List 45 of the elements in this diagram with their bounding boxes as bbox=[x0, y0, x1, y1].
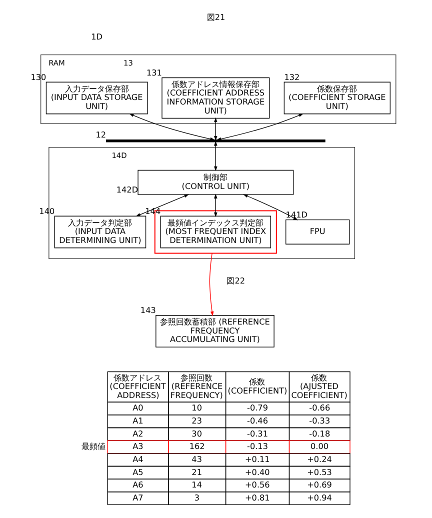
label: 係数 (COEFFICIENT) bbox=[228, 376, 288, 396]
label: 14 bbox=[192, 480, 202, 490]
label: 0.00 bbox=[310, 441, 329, 452]
label: 最頻値 bbox=[81, 441, 106, 452]
label: A6 bbox=[132, 480, 144, 490]
label: 1D bbox=[91, 31, 103, 42]
node-label: 131 bbox=[146, 67, 162, 78]
label: +0.40 bbox=[245, 466, 270, 477]
label: +0.24 bbox=[307, 454, 332, 464]
label: 10 bbox=[192, 402, 202, 413]
label: A3 bbox=[132, 441, 144, 452]
node-label: 12 bbox=[96, 130, 106, 140]
label: -0.66 bbox=[309, 402, 330, 413]
label: 23 bbox=[192, 415, 202, 426]
label: +0.11 bbox=[245, 454, 270, 464]
diagram-title: 図21 bbox=[206, 12, 226, 22]
node-label: 143 bbox=[140, 305, 156, 316]
label: A7 bbox=[132, 492, 144, 502]
label: A0 bbox=[132, 402, 144, 413]
label: -0.33 bbox=[309, 415, 330, 426]
label: +0.53 bbox=[307, 466, 332, 477]
label: A5 bbox=[132, 466, 144, 477]
label: +0.94 bbox=[307, 492, 332, 502]
label: 係数 (AJUSTED COEFFICIENT) bbox=[291, 372, 348, 400]
label: +0.56 bbox=[245, 480, 270, 490]
node-label: 132 bbox=[284, 72, 300, 82]
label: 162 bbox=[189, 441, 205, 452]
label: A1 bbox=[132, 415, 144, 426]
label: -0.79 bbox=[247, 402, 268, 413]
label: 参照回数 (REFERENCE FREQUENCY) bbox=[170, 372, 223, 400]
label: A4 bbox=[132, 454, 144, 464]
label: 43 bbox=[192, 454, 202, 464]
label: -0.46 bbox=[247, 415, 268, 426]
label: -0.13 bbox=[247, 441, 268, 452]
label: 3 bbox=[194, 492, 200, 502]
label: A2 bbox=[132, 428, 144, 438]
label: +0.81 bbox=[245, 492, 270, 502]
label: -0.31 bbox=[247, 428, 268, 438]
label: 図22 bbox=[226, 276, 246, 286]
label: +0.69 bbox=[307, 480, 332, 490]
label: 21 bbox=[192, 466, 202, 477]
label: -0.18 bbox=[309, 428, 330, 438]
label: 30 bbox=[192, 428, 202, 438]
node-label: 141D bbox=[286, 210, 308, 220]
label: 係数アドレス (COEFFICIENT ADDRESS) bbox=[110, 372, 166, 400]
